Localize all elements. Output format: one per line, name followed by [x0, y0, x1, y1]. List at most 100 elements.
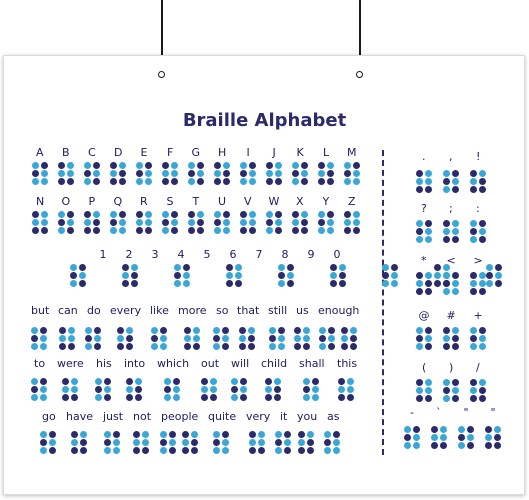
- braille-dot: [425, 395, 432, 402]
- braille-dot: [239, 335, 246, 342]
- braille-dot: [40, 394, 47, 401]
- braille-dot: [67, 170, 74, 177]
- braille-dot: [344, 227, 351, 234]
- braille-dot: [265, 378, 272, 385]
- braille-label: /: [476, 361, 480, 374]
- braille-dot: [40, 327, 47, 334]
- braille-label: 4: [177, 248, 185, 261]
- braille-dot: [160, 335, 167, 342]
- braille-dot: [266, 170, 273, 177]
- braille-dot: [67, 227, 74, 234]
- braille-dot: [479, 327, 486, 334]
- braille-dot: [126, 327, 133, 334]
- braille-dot: [327, 162, 334, 169]
- braille-dot: [188, 170, 195, 177]
- braille-dot: [80, 431, 87, 438]
- braille-dot: [275, 219, 282, 226]
- braille-dot: [328, 327, 335, 334]
- braille-dot: [162, 162, 169, 169]
- braille-dot: [145, 219, 152, 226]
- braille-dot: [117, 327, 124, 334]
- braille-dot: [223, 211, 230, 218]
- braille-dot: [93, 219, 100, 226]
- braille-dot: [95, 386, 102, 393]
- braille-dot: [80, 447, 87, 454]
- braille-dot: [470, 220, 477, 227]
- braille-dot: [94, 327, 101, 334]
- braille-dot: [222, 343, 229, 350]
- braille-dot: [452, 236, 459, 243]
- braille-dot: [413, 442, 420, 449]
- braille-dot: [294, 335, 301, 342]
- braille-dot: [142, 447, 149, 454]
- braille-dot: [470, 228, 477, 235]
- braille-dot: [188, 219, 195, 226]
- braille-dot: [495, 264, 502, 271]
- braille-dot: [117, 343, 124, 350]
- braille-dot: [162, 178, 169, 185]
- braille-dot: [58, 211, 65, 218]
- braille-dot: [222, 327, 229, 334]
- braille-dot: [184, 327, 191, 334]
- braille-dot: [84, 162, 91, 169]
- braille-dot: [443, 272, 450, 279]
- braille-dot: [318, 178, 325, 185]
- braille-dot: [452, 387, 459, 394]
- braille-label: so: [216, 304, 229, 317]
- braille-dot: [307, 431, 314, 438]
- braille-dot: [341, 343, 348, 350]
- braille-dot: [113, 439, 120, 446]
- braille-dot: [110, 162, 117, 169]
- braille-dot: [440, 442, 447, 449]
- braille-dot: [223, 170, 230, 177]
- braille-dot: [231, 378, 238, 385]
- braille-dot: [184, 343, 191, 350]
- braille-dot: [275, 431, 282, 438]
- braille-dot: [301, 170, 308, 177]
- braille-label: 1: [99, 248, 107, 261]
- braille-dot: [122, 264, 129, 271]
- braille-dot: [193, 343, 200, 350]
- braille-dot: [318, 211, 325, 218]
- braille-dot: [470, 170, 477, 177]
- braille-dot: [31, 343, 38, 350]
- braille-label: enough: [318, 304, 360, 317]
- braille-dot: [416, 288, 423, 295]
- braille-dot: [416, 387, 423, 394]
- braille-dot: [162, 211, 169, 218]
- braille-label: D: [114, 146, 123, 159]
- braille-dot: [67, 211, 74, 218]
- braille-dot: [136, 219, 143, 226]
- braille-dot: [85, 335, 92, 342]
- braille-dot: [341, 335, 348, 342]
- braille-dot: [479, 280, 486, 287]
- braille-dot: [142, 431, 149, 438]
- braille-label: 2: [125, 248, 133, 261]
- braille-dot: [318, 227, 325, 234]
- braille-dot: [240, 211, 247, 218]
- braille-dot: [191, 431, 198, 438]
- braille-dot: [425, 343, 432, 350]
- braille-dot: [201, 394, 208, 401]
- braille-dot: [164, 378, 171, 385]
- braille-dot: [324, 447, 331, 454]
- braille-dot: [443, 228, 450, 235]
- braille-dot: [330, 272, 337, 279]
- braille-label: #: [446, 309, 456, 322]
- braille-dot: [258, 439, 265, 446]
- braille-dot: [431, 426, 438, 433]
- braille-dot: [249, 447, 256, 454]
- braille-dot: [135, 378, 142, 385]
- braille-label: U: [218, 195, 227, 208]
- braille-dot: [145, 211, 152, 218]
- braille-dot: [59, 343, 66, 350]
- braille-dot: [145, 178, 152, 185]
- braille-dot: [278, 272, 285, 279]
- braille-dot: [452, 228, 459, 235]
- braille-dot: [84, 178, 91, 185]
- braille-dot: [269, 343, 276, 350]
- braille-dot: [328, 343, 335, 350]
- braille-dot: [303, 378, 310, 385]
- braille-dot: [71, 378, 78, 385]
- braille-dot: [303, 335, 310, 342]
